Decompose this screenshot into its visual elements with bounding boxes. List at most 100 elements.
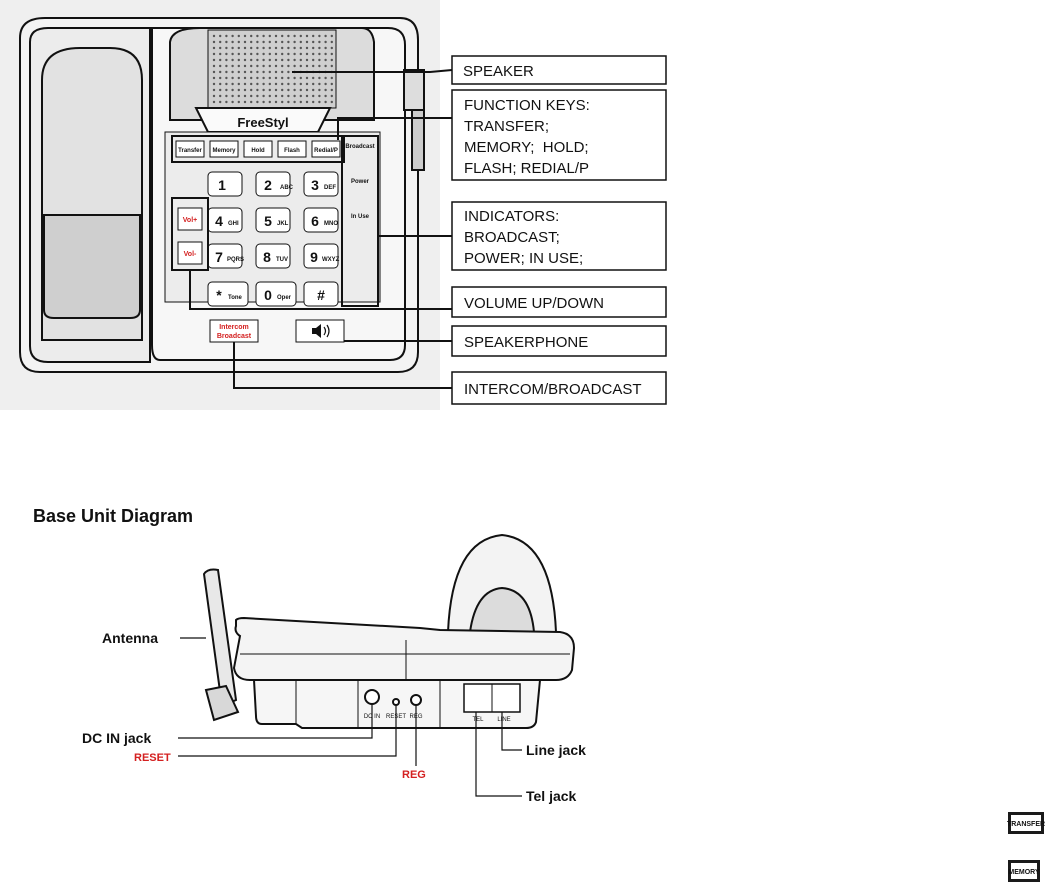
speaker-hole [324, 82, 327, 86]
power-indicator-label: Power [351, 179, 370, 185]
speaker-hole [237, 82, 240, 86]
speaker-hole [268, 82, 271, 86]
speaker-hole [274, 70, 278, 74]
speaker-hole [268, 76, 271, 80]
speaker-hole [324, 88, 327, 92]
transfer-key[interactable] [175, 140, 205, 158]
key-8[interactable] [255, 243, 291, 269]
key-6-letters: MNO [324, 221, 338, 227]
speaker-hole [225, 64, 228, 68]
reg-label: REG [402, 769, 426, 781]
redial-key[interactable] [311, 140, 341, 158]
speaker-hole [225, 34, 228, 38]
key-9[interactable] [303, 243, 339, 269]
key-0-letters: Oper [277, 295, 292, 301]
speaker-hole [219, 70, 222, 74]
speaker-hole [330, 76, 333, 80]
key-2[interactable] [255, 171, 291, 197]
callout-lines [189, 69, 453, 389]
speaker-hole [225, 52, 228, 56]
speaker-hole [281, 34, 284, 38]
speaker-hole [299, 64, 302, 68]
speaker-hole [225, 70, 228, 74]
phone-brand-label: FreeStyl [237, 115, 288, 130]
speaker-hole [268, 88, 271, 92]
speaker-hole [231, 70, 234, 74]
speaker-hole [305, 46, 309, 50]
volume-up-key[interactable] [177, 207, 203, 231]
key-7[interactable] [207, 243, 243, 269]
speaker-hole [219, 82, 222, 86]
base-unit-heading: Base Unit Diagram [33, 506, 194, 526]
key-9-letters: WXYZ [322, 257, 340, 263]
key-0[interactable] [255, 281, 297, 307]
key-1[interactable] [207, 171, 243, 197]
speaker-hole [237, 70, 240, 74]
key-6[interactable] [303, 207, 339, 233]
speaker-hole [250, 88, 253, 92]
speaker-hole [256, 40, 259, 44]
speaker-hole [262, 76, 265, 80]
speaker-hole [312, 46, 315, 50]
key-3[interactable] [303, 171, 339, 197]
speaker-grill-dots [212, 34, 333, 104]
speaker-hole [268, 52, 271, 56]
speaker-hole [243, 40, 247, 44]
key-6-digit: 6 [311, 213, 319, 229]
speaker-hole [305, 94, 309, 98]
speaker-hole [281, 58, 284, 62]
speaker-hole [225, 88, 228, 92]
key-5[interactable] [255, 207, 291, 233]
speaker-hole [243, 46, 247, 50]
volume-down-label: Vol- [184, 251, 197, 258]
flash-key[interactable] [277, 140, 307, 158]
key-star[interactable] [207, 281, 249, 307]
key-5-digit: 5 [264, 213, 272, 229]
speaker-hole [250, 100, 253, 104]
speaker-hole [305, 64, 309, 68]
function-keys-callout-line-3: MEMORY; HOLD; [464, 139, 589, 156]
intercom-leader [233, 342, 452, 389]
memory-key-label: Memory [212, 148, 236, 154]
speaker-hole [212, 88, 216, 92]
speaker-hole [299, 100, 302, 104]
speaker-hole [287, 64, 290, 68]
memory-icon-label: MEMORY [1008, 869, 1040, 876]
speaker-hole [318, 34, 321, 38]
speaker-hole [281, 64, 284, 68]
volume-down-key[interactable] [177, 241, 203, 265]
speaker-hole [287, 58, 290, 62]
key-hash[interactable] [303, 281, 339, 307]
key-2-digit: 2 [264, 177, 272, 193]
speaker-hole [256, 94, 259, 98]
speaker-hole [243, 82, 247, 86]
speaker-hole [231, 100, 234, 104]
speaker-hole [250, 58, 253, 62]
antenna-label: Antenna [102, 630, 158, 646]
speaker-hole [305, 40, 309, 44]
intercom-callout-text: INTERCOM/BROADCAST [464, 381, 642, 398]
hold-key-label: Hold [251, 148, 265, 154]
speaker-hole [212, 34, 216, 38]
speaker-hole [330, 88, 333, 92]
speaker-hole [318, 100, 321, 104]
speaker-hole [237, 88, 240, 92]
memory-key[interactable] [209, 140, 239, 158]
speaker-hole [256, 46, 259, 50]
speaker-hole [318, 82, 321, 86]
indicators-callout-box [451, 201, 667, 271]
speaker-hole [293, 100, 296, 104]
speaker-hole [268, 70, 271, 74]
speaker-hole [262, 58, 265, 62]
speaker-hole [268, 94, 271, 98]
key-4[interactable] [207, 207, 243, 233]
speaker-hole [274, 94, 278, 98]
speaker-hole [324, 94, 327, 98]
speaker-hole [299, 34, 302, 38]
hold-key[interactable] [243, 140, 273, 158]
speaker-hole [274, 40, 278, 44]
function-keys-outline [171, 135, 345, 163]
speaker-hole [281, 100, 284, 104]
speaker-hole [287, 82, 290, 86]
